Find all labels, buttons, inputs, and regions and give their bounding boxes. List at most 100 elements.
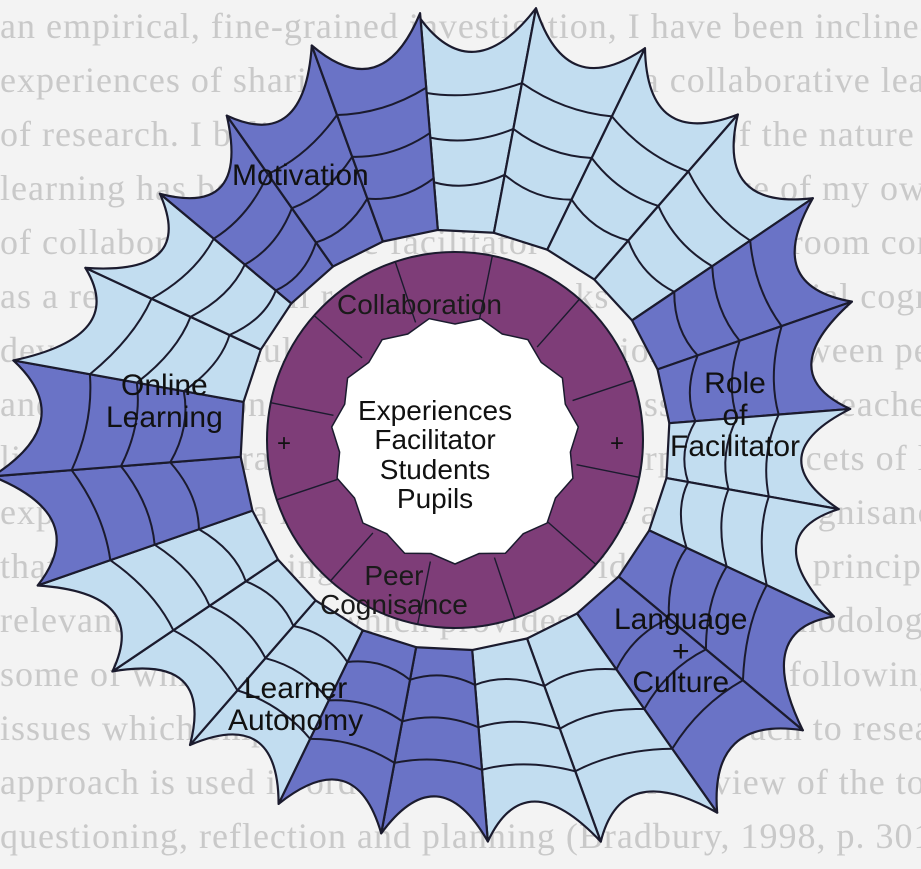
center-labels: Experiences Facilitator Students Pupils (358, 396, 512, 514)
web-thread (772, 325, 783, 415)
web-thread (559, 708, 645, 730)
web-thread (673, 291, 699, 357)
background-text-line: an empirical, fine-grained investigation… (0, 6, 921, 46)
web-thread (315, 198, 369, 244)
web-thread (169, 390, 187, 463)
web-thread (504, 174, 572, 201)
plus-sign-left: + (277, 430, 292, 457)
web-thread (683, 420, 697, 483)
background-text-line: questioning, reflection and planning (Br… (0, 816, 921, 856)
web-thread (741, 584, 768, 681)
label-motivation: Motivation (232, 159, 369, 192)
center-label-experiences: Experiences (358, 395, 513, 426)
web-thread (190, 264, 246, 318)
web-thread (198, 528, 247, 582)
web-thread (512, 128, 592, 159)
web-thread (671, 679, 744, 750)
web-segments (0, 7, 854, 843)
ring-spoke (493, 557, 516, 619)
web-segment-light (12, 266, 262, 404)
web-thread (688, 355, 699, 422)
label-role-line3: Facilitator (670, 430, 801, 463)
web-thread (237, 689, 311, 740)
web-segment-light (36, 509, 280, 673)
ring-spoke (416, 561, 432, 625)
web-thread (611, 115, 689, 173)
web-thread (720, 488, 730, 567)
ring-spoke (276, 478, 338, 501)
web-thread (724, 417, 738, 490)
web-thread (328, 699, 403, 723)
web-thread (70, 469, 112, 561)
label-role-of-facilitator: Role of Facilitator (670, 368, 800, 463)
label-learner-autonomy-line2: Autonomy (228, 703, 364, 737)
web-thread (704, 565, 728, 650)
web-thread (409, 674, 476, 686)
web-thread (394, 758, 483, 771)
web-thread (209, 604, 267, 659)
web-thread (265, 657, 330, 702)
center-label-pupils: Pupils (396, 483, 474, 515)
web-thread (481, 763, 576, 773)
web-thread (229, 290, 277, 336)
web-thread (89, 298, 153, 375)
web-thread (120, 382, 139, 467)
web-thread (426, 82, 523, 97)
web-thread (474, 678, 545, 688)
label-role-line1: Role (704, 367, 766, 400)
web-thread (267, 114, 338, 175)
center-white-area (330, 317, 580, 565)
ring-spoke (330, 532, 374, 582)
ring-spoke (547, 521, 597, 565)
web-thread (310, 737, 395, 764)
ring-spoke (270, 401, 334, 417)
web-thread (293, 625, 349, 663)
web-thread (730, 340, 741, 419)
web-thread (667, 547, 688, 619)
web-thread (183, 334, 231, 392)
plus-sign-right: + (610, 430, 625, 457)
web-thread (643, 648, 707, 710)
web-thread (430, 128, 514, 142)
web-thread (275, 242, 317, 292)
label-language-line1: Language (614, 603, 748, 636)
web-thread (570, 199, 629, 242)
web-thread (679, 481, 690, 549)
web-thread (169, 461, 200, 530)
web-thread (711, 266, 741, 342)
label-language-culture: Language + Culture (614, 604, 747, 699)
ring-spoke (394, 261, 417, 323)
web-segment-dark (310, 12, 439, 243)
center-label-students: Students (379, 453, 491, 485)
center-label-facilitator: Facilitator (374, 424, 496, 456)
web-thread (657, 205, 713, 268)
web-thread (154, 543, 211, 607)
web-thread (760, 496, 770, 586)
web-segment-light (546, 47, 739, 281)
web-thread (245, 580, 295, 627)
web-thread (765, 414, 780, 497)
label-online-learning: Online Learning (106, 370, 223, 433)
web-thread (120, 465, 156, 545)
web-thread (543, 667, 617, 687)
web-thread (136, 316, 192, 384)
label-peer-cognisance: Peer Cognisance (320, 561, 468, 620)
label-learner-autonomy: Learner Autonomy (228, 673, 363, 736)
web-thread (367, 177, 435, 200)
web-threads (70, 82, 783, 773)
web-thread (151, 238, 215, 300)
web-thread (574, 747, 673, 773)
web-thread (478, 720, 561, 730)
web-segment-light (525, 612, 719, 843)
ring-spoke (536, 298, 580, 348)
web-thread (291, 156, 354, 210)
label-peer-line2: Cognisance (320, 589, 468, 621)
web-thread (521, 82, 613, 118)
web-thread (244, 207, 293, 266)
web-thread (70, 374, 92, 471)
web-thread (172, 629, 239, 691)
web-segment-light (471, 637, 602, 843)
web-thread (109, 559, 175, 631)
